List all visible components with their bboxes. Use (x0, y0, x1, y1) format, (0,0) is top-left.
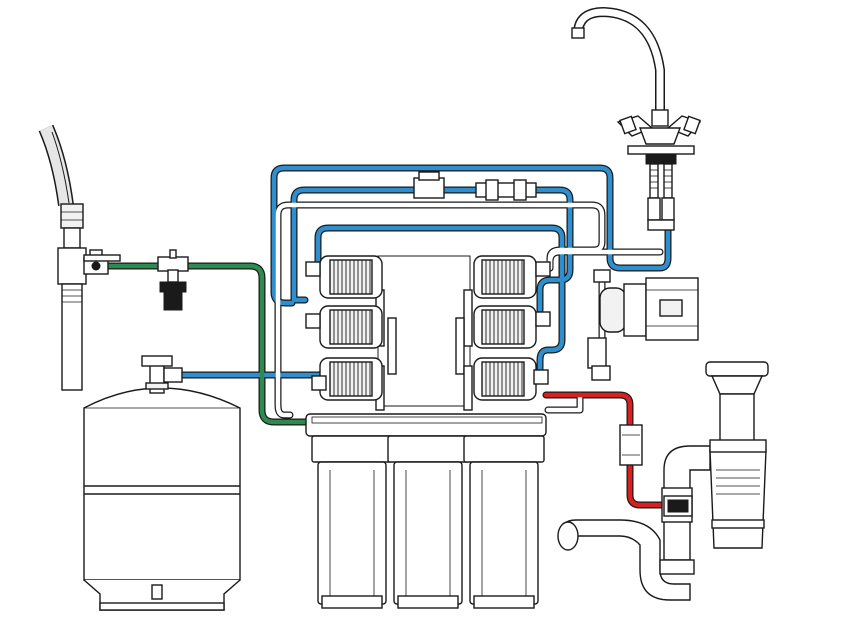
membrane-right-bottom (473, 357, 549, 401)
membrane-left-top (305, 255, 383, 299)
membrane-right-top (473, 255, 551, 299)
prefilter-housings (305, 413, 547, 437)
booster-pump (587, 269, 699, 381)
sink-siphon (557, 361, 769, 601)
prefilter-stage-3 (463, 435, 545, 609)
faucet (571, 6, 702, 231)
prefilter-stage-1 (311, 435, 393, 609)
drain-saddle (663, 495, 693, 517)
feed-valve (83, 249, 121, 275)
inline-fittings (413, 171, 643, 466)
feed-hose (38, 124, 87, 391)
membrane-frame (375, 255, 473, 411)
storage-tank (83, 355, 241, 611)
membrane-left-mid (305, 305, 383, 349)
membrane-right-mid (473, 305, 551, 349)
prefilter-tee-valve (157, 249, 189, 311)
prefilter-stage-2 (387, 435, 469, 609)
membrane-left-bottom (311, 357, 383, 401)
